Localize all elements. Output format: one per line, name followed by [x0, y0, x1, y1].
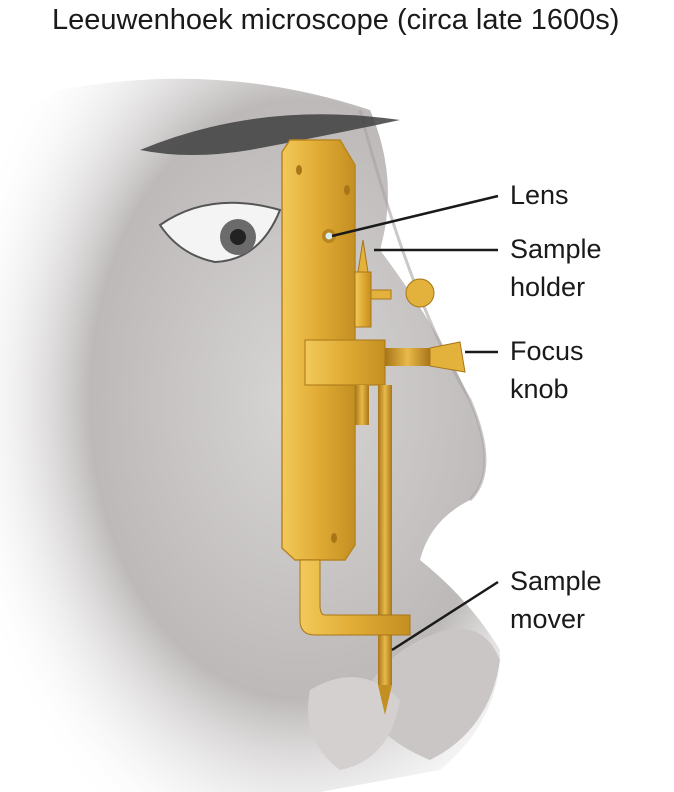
sample-mover-screw [355, 385, 392, 715]
face-silhouette [0, 78, 500, 792]
label-focus-knob: Focus knob [510, 336, 584, 404]
leader-lines [331, 194, 499, 652]
bracket [299, 559, 411, 636]
diagram-title: Leeuwenhoek microscope (circa late 1600s… [52, 4, 620, 36]
focus-knob-part [304, 339, 466, 386]
label-sample-holder: Sample holder [510, 234, 602, 302]
label-sample-mover: Sample mover [510, 566, 602, 634]
sample-holder-part [354, 239, 435, 328]
label-lens: Lens [510, 180, 569, 210]
